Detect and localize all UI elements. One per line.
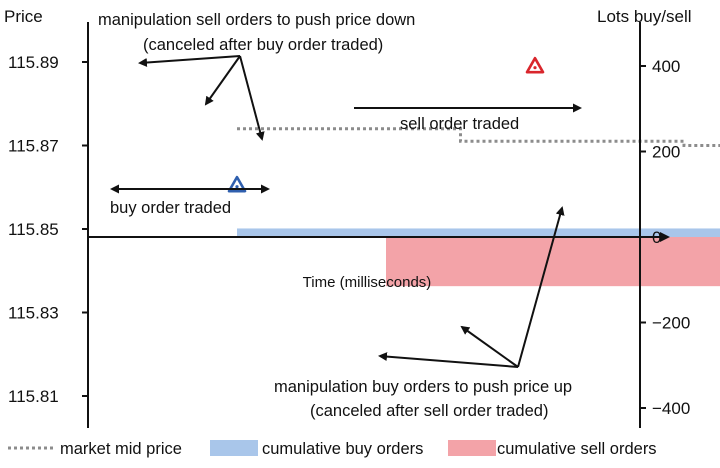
y-left-tick-label-3: 115.83 xyxy=(8,304,59,323)
sell-order-marker-0 xyxy=(525,56,545,74)
legend-label-mid-price: market mid price xyxy=(60,440,182,458)
y-right-tick-label-0: 400 xyxy=(652,57,680,76)
y-left-tick-label-2: 115.85 xyxy=(8,220,59,239)
y-right-tick-label-2: 0 xyxy=(652,228,661,247)
axes xyxy=(87,22,641,428)
x-axis: 100200300400500600 xyxy=(88,232,670,242)
arrow-to-sell-3 xyxy=(239,55,265,141)
buy-order-marker-dot-0 xyxy=(235,185,239,189)
arrow-to-buy-3 xyxy=(517,206,565,368)
annotation-arrows xyxy=(110,55,582,368)
y-axis-left-label: Price xyxy=(4,7,43,26)
y-axis-right: 400 200 0 −200 −400 xyxy=(640,57,690,418)
arrow-to-sell-2 xyxy=(204,55,241,106)
annotation-buy-traded: buy order traded xyxy=(110,199,231,217)
y-right-tick-label-1: 200 xyxy=(652,143,680,162)
legend-label-buy: cumulative buy orders xyxy=(262,440,423,458)
annotation-sell-traded: sell order traded xyxy=(400,115,519,133)
sell-area-1 xyxy=(386,237,720,287)
annotation-sell-title: manipulation sell orders to push price d… xyxy=(98,11,415,29)
legend-swatch-sell xyxy=(448,440,496,456)
y-left-tick-label-0: 115.89 xyxy=(8,53,59,72)
order-markers xyxy=(227,56,545,193)
sell-order-marker-dot-0 xyxy=(533,66,537,70)
annotation-buy-title: manipulation buy orders to push price up xyxy=(274,378,572,396)
x-axis-arrowhead xyxy=(660,232,670,242)
annotation-sell-subtitle: (canceled after buy order traded) xyxy=(143,36,383,54)
order-areas xyxy=(237,228,720,287)
y-axis-right-label: Lots buy/sell xyxy=(597,7,692,26)
legend: market mid price cumulative buy orders c… xyxy=(8,440,657,458)
y-left-tick-label-4: 115.81 xyxy=(8,387,59,406)
y-left-tick-label-1: 115.87 xyxy=(8,137,59,156)
y-right-tick-label-3: −200 xyxy=(652,314,690,333)
arrow-to-buy-1 xyxy=(378,352,519,368)
buy-area-0 xyxy=(237,228,720,237)
legend-swatch-buy xyxy=(210,440,258,456)
buy-order-marker-0 xyxy=(227,175,247,193)
y-axis-left: 115.89 115.87 115.85 115.83 115.81 xyxy=(8,53,88,406)
arrow-to-buy-2 xyxy=(460,325,519,368)
x-axis-label: Time (milliseconds) xyxy=(303,274,432,291)
y-right-tick-label-4: −400 xyxy=(652,399,690,418)
annotation-buy-subtitle: (canceled after sell order traded) xyxy=(310,402,548,420)
legend-label-sell: cumulative sell orders xyxy=(497,440,657,458)
arrow-to-sell-1 xyxy=(138,55,241,68)
